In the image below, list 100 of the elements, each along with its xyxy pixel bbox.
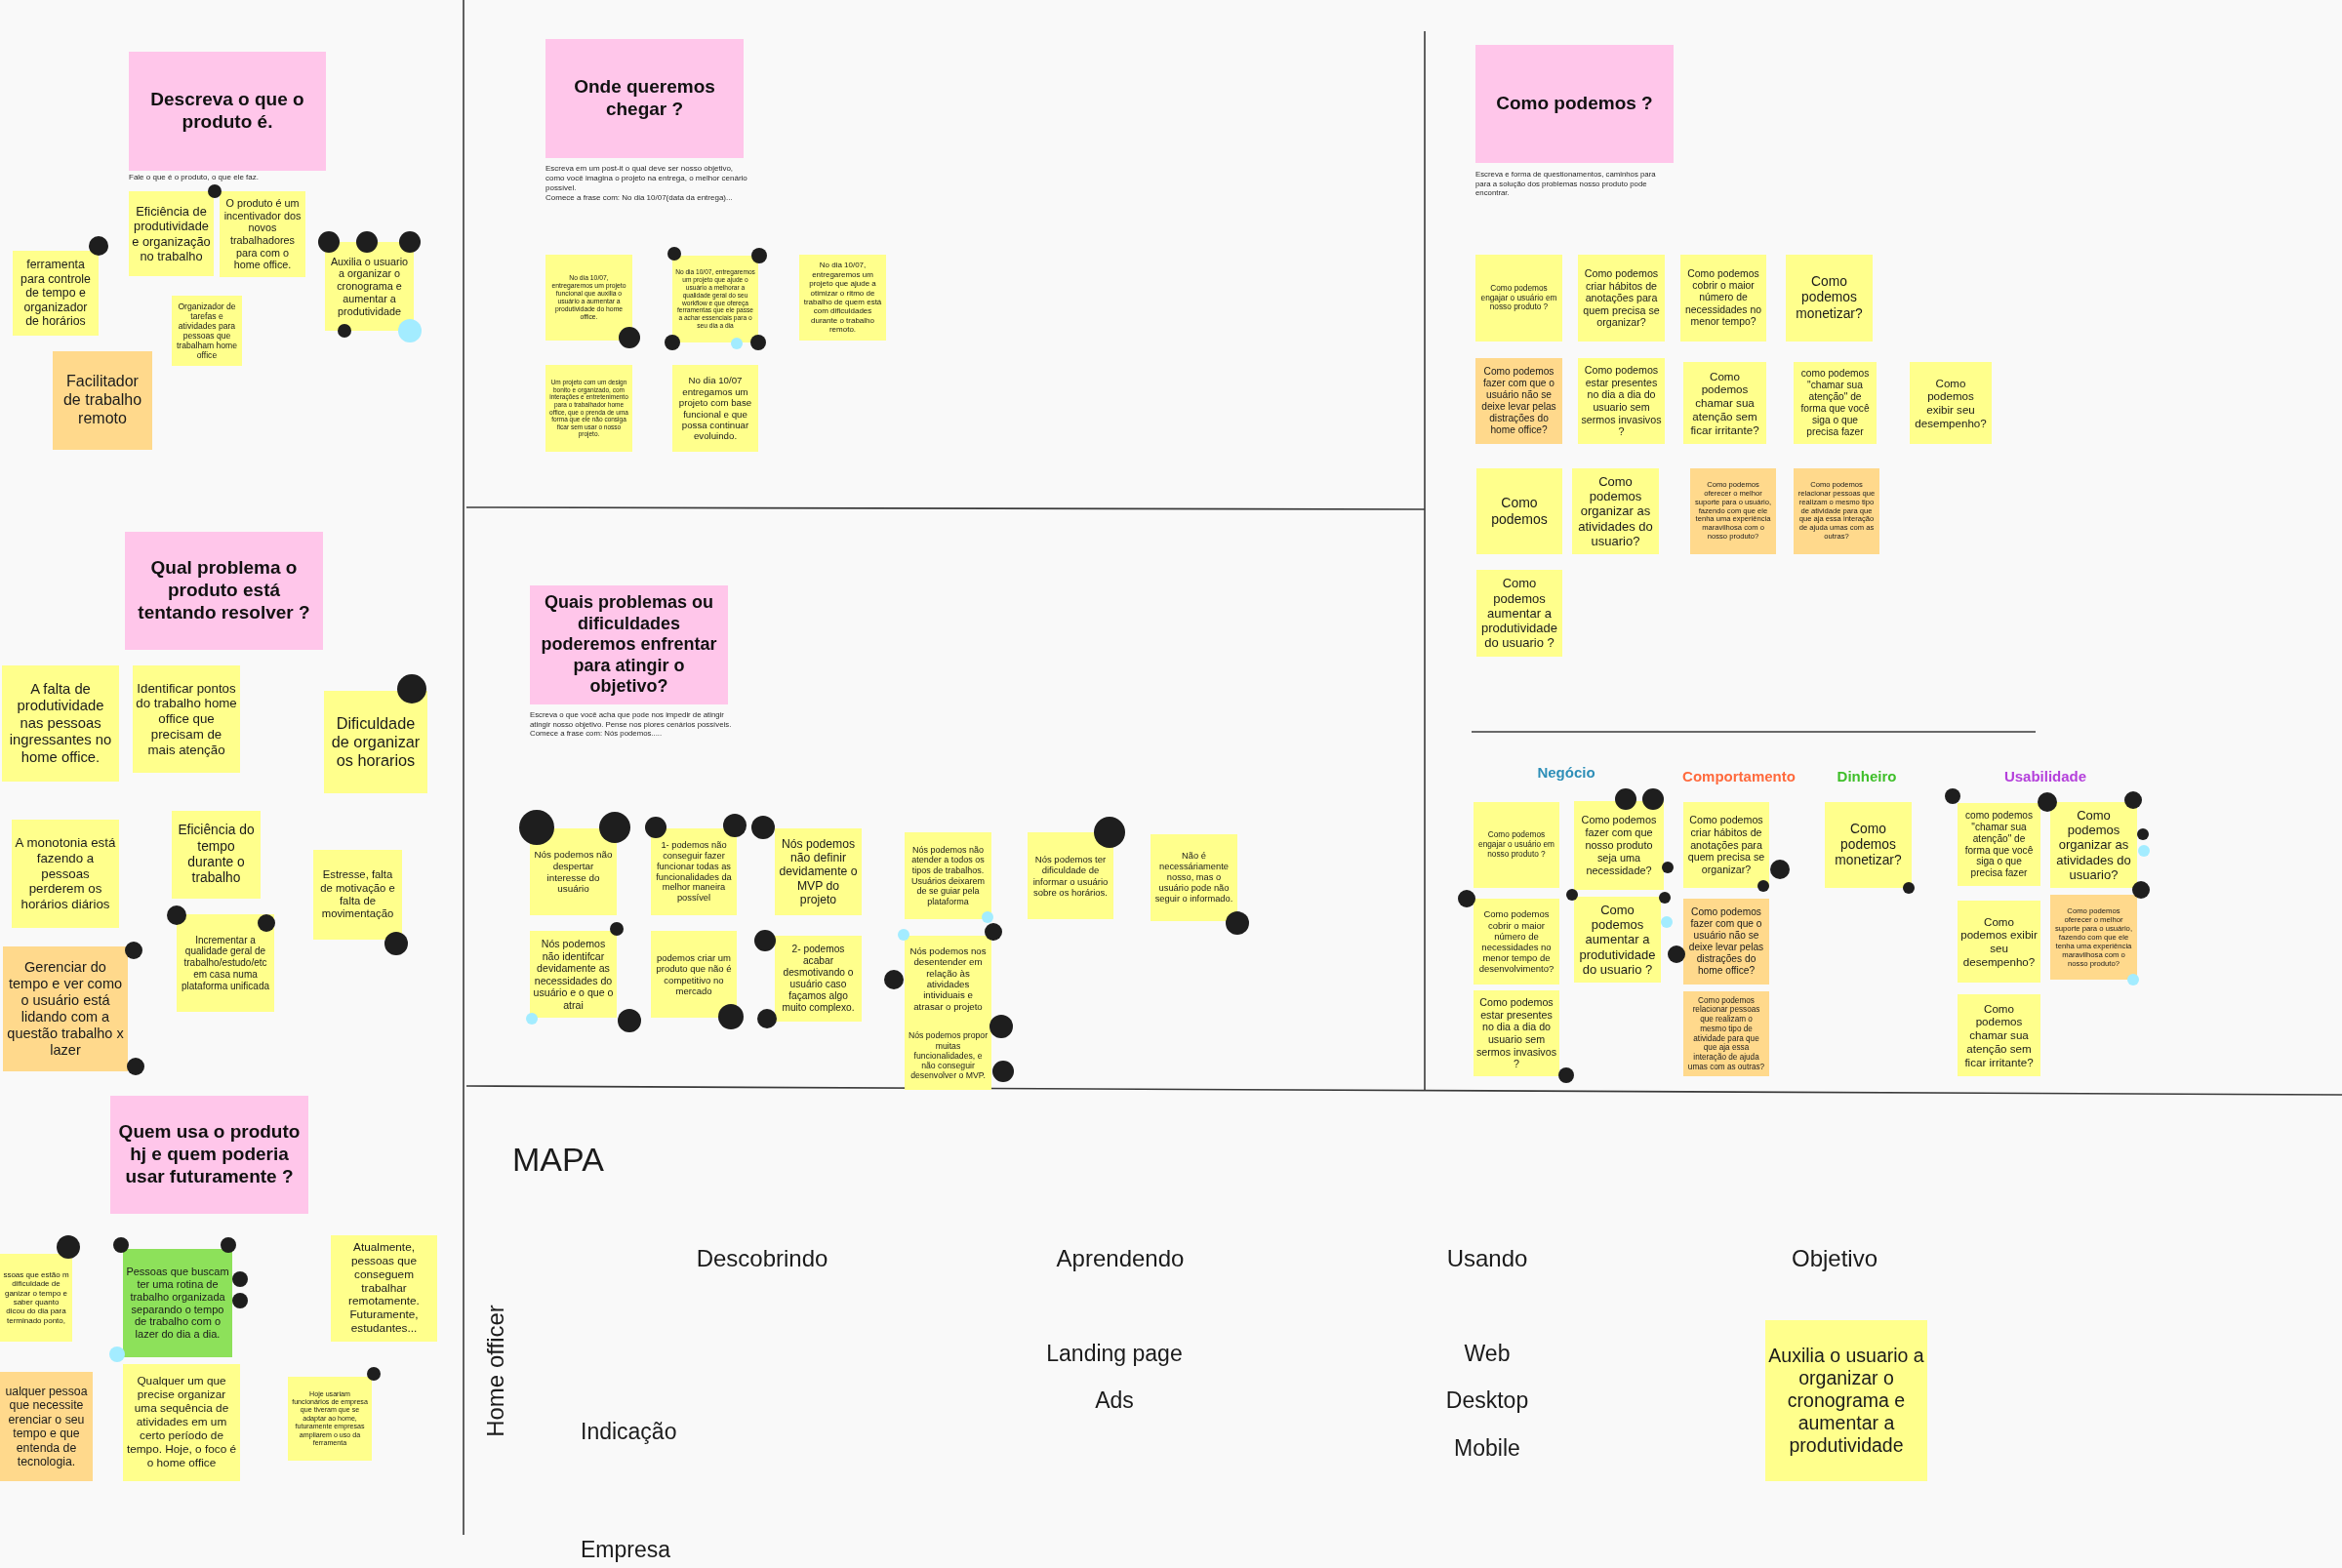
note-text: Auxilia o usuario a organizar o cronograma e aumentar a produtividade (1768, 1345, 1924, 1457)
sticky-note (1683, 899, 1769, 985)
sticky-note (123, 1249, 232, 1357)
note-text: Facilitador de trabalho remoto (61, 373, 143, 428)
note-text: Como podemos estar presentes no dia a dia do usuario sem sermos invasivos ? (1476, 996, 1556, 1070)
sticky-note (1474, 899, 1559, 985)
sticky-note (1476, 570, 1562, 657)
note-text: Nós podemos propor muitas funcionalidades, e não conseguir desenvolver o MVP. (908, 1030, 989, 1081)
sticky-note (1574, 801, 1664, 890)
note-text: Como podemos fazer com que o usuário não se deixe levar pelas distrações do home office? (1687, 905, 1765, 978)
sticky-note (3, 946, 128, 1071)
note-text: Nós podemos não atender a todos os tipos de trabalhos. Usuários deixarem de se guiar pela plataforma (910, 844, 986, 907)
note-text: Como podemos cobrir o maior número de necessidades no menor tempo de desenvolvimento? (1477, 908, 1555, 975)
sticky-note (905, 936, 991, 1022)
note-text: Nós podemos não identifcar devidamente as necessidades do usuário e o que o atrai (533, 938, 614, 1011)
note-text: Identificar pontos do trabalho home office que precisam de mais atenção (136, 680, 237, 758)
note-text: ualquer pessoa que necessite erenciar o seu tempo e que entenda de tecnologia. (4, 1384, 89, 1469)
section-title: MAPA (512, 1139, 604, 1180)
sticky-note (1765, 1320, 1927, 1481)
sticky-note (1794, 468, 1879, 554)
sticky-note (530, 828, 617, 915)
sticky-note (2050, 895, 2137, 980)
category-label: Negócio (1537, 764, 1595, 782)
sticky-note (1028, 832, 1113, 919)
note-text: Gerenciar do tempo e ver como o usuário está lidando com a questão trabalho x lazer (6, 958, 125, 1060)
sticky-note (133, 665, 240, 773)
sticky-note (12, 820, 119, 928)
sticky-note (288, 1377, 372, 1461)
note-text: Como podemos criar hábitos de anotações para quem precisa se organizar? (1686, 814, 1766, 876)
sticky-note (1958, 901, 2040, 983)
heading-text: Qual problema o produto está tentando resolver ? (137, 557, 311, 624)
column-header: Objetivo (1792, 1244, 1878, 1273)
note-text: Como podemos engajar o usuário em nosso produto ? (1479, 283, 1558, 313)
sticky-note (1151, 834, 1237, 921)
sticky-note (13, 251, 99, 336)
note-text: ssoas que estão m dificuldade de ganizar o tempo e saber quanto dicou do dia para terminado ponto, (3, 1269, 69, 1326)
note-text: Atualmente, pessoas que conseguem trabalhar remotamente. Futuramente, estudantes... (347, 1240, 421, 1337)
sticky-note (1474, 802, 1559, 888)
category-label: Dinheiro (1837, 768, 1897, 785)
column-header: Aprendendo (1056, 1244, 1185, 1273)
note-text: Organizador de tarefas e atividades para pessoas que trabalham home office (175, 301, 239, 361)
note-text: Como podemos criar hábitos de anotações para quem precisa se organizar? (1582, 266, 1661, 330)
sticky-note (651, 931, 737, 1018)
sticky-note (905, 1022, 991, 1090)
sticky-note (1474, 990, 1559, 1076)
note-text: Qualquer um que precise organizar uma sequência de atividades em um certo período de tempo. Hoje, o foco é o home office (126, 1375, 237, 1470)
sticky-note (1958, 803, 2040, 886)
sticky-note (545, 255, 632, 341)
note-text: Como podemos organizar as atividades do usuario? (2055, 807, 2132, 883)
sticky-note (1958, 994, 2040, 1076)
sticky-note (177, 914, 274, 1012)
sticky-note (0, 1372, 93, 1481)
note-text: Incrementar a qualidade geral de trabalho/estudo/etc em casa numa plataforma unificada (180, 934, 271, 992)
heading-text: Quem usa o produto hj e quem poderia usar futuramente ? (117, 1121, 302, 1188)
sticky-note (1683, 802, 1769, 888)
note-text: 1- podemos não conseguir fazer funcionar todas as funcionalidades da melhor maneira possível (655, 839, 733, 905)
sticky-note (1476, 468, 1562, 554)
map-item: Landing page (1046, 1341, 1183, 1368)
heading-text: Onde queremos chegar ? (573, 76, 716, 121)
sticky-note (1578, 255, 1665, 342)
sticky-note (1475, 358, 1562, 444)
sticky-note (1680, 255, 1766, 342)
note-text: Não é necessáriamente nosso, mas o usuário pode não seguir o informado. (1153, 851, 1234, 905)
row-header: Home officer (481, 1305, 509, 1437)
sticky-note (172, 811, 261, 899)
sticky-note (0, 1254, 72, 1342)
sticky-note (651, 828, 737, 915)
note-text: O produto é um incentivador dos novos trabalhadores para com o home office. (222, 196, 303, 272)
sticky-note (123, 1364, 240, 1481)
sticky-note (672, 365, 758, 452)
sticky-note (545, 365, 632, 452)
sticky-note (530, 931, 617, 1018)
sticky-note (1578, 358, 1665, 444)
sticky-note (1786, 255, 1873, 342)
map-item: Desktop (1445, 1387, 1529, 1415)
map-item: Mobile (1454, 1435, 1520, 1463)
heading-text: Quais problemas ou dificuldades poderemos enfrentar para atingir o objetivo? (540, 592, 718, 698)
note-text: Como podemos aumentar a produtividade do usuario ? (1578, 902, 1657, 978)
note-text: Como podemos exibir seu desempenho? (1960, 914, 2038, 969)
note-text: Eficiência de produtividade e organização no trabalho (132, 204, 211, 263)
category-label: Usabilidade (2003, 768, 2087, 785)
note-text: Dificuldade de organizar os horarios (330, 713, 422, 771)
sticky-note (1475, 255, 1562, 342)
note-text: Como podemos chamar sua atenção sem ficar irritante? (1963, 1001, 2035, 1069)
note-text: Como podemos exibir seu desempenho? (1914, 376, 1988, 430)
map-item: Indicação (581, 1419, 677, 1446)
note-text: Como podemos monetizar? (1795, 274, 1864, 322)
heading-text: Como podemos ? (1496, 93, 1653, 115)
sticky-note (325, 242, 414, 331)
heading-text: Descreva o que o produto é. (149, 89, 305, 134)
note-text: podemos criar um produto que não é competitivo no mercado (655, 952, 733, 996)
note-text: Nós podemos nos desentender em relação às atividades intividuais e atrasar o projeto (909, 945, 988, 1013)
sticky-note (799, 255, 886, 341)
map-item: Empresa (581, 1537, 671, 1564)
note-text: como podemos "chamar sua atenção" de forma que você siga o que precisa fazer (1963, 809, 2035, 880)
note-text: Como podemos fazer com que o usuário não se deixe levar pelas distrações do home office? (1480, 365, 1557, 437)
sticky-note (2, 665, 119, 782)
note-text: Como podemos aumentar a produtividade do usuario ? (1479, 576, 1559, 651)
note-text: Como podemos relacionar pessoas que realizam o mesmo tipo de atividade para que que aja essa interação de ajuda umas com as outras? (1686, 995, 1766, 1072)
column-header: Usando (1446, 1244, 1528, 1273)
